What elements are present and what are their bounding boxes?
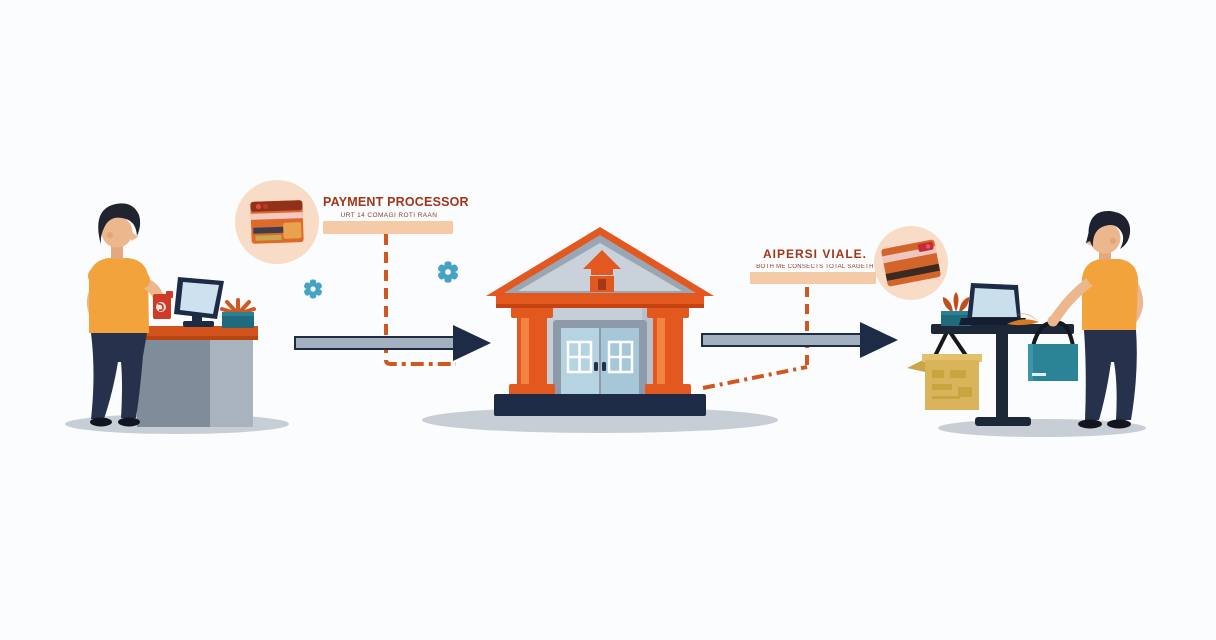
- bank-icon: [422, 227, 778, 433]
- processor-callout-graphics: [235, 180, 459, 366]
- plant-icon: [941, 292, 971, 326]
- processor-highlight-bar: [323, 221, 453, 234]
- merchant-pos-scene: [65, 203, 289, 434]
- cashier-figure: [87, 203, 166, 427]
- payout-callout-graphics: [702, 226, 948, 390]
- desk: [931, 324, 1074, 426]
- credit-card-icon: [881, 239, 941, 287]
- processor-title: PAYMENT PROCESSOR: [323, 195, 469, 209]
- flow-arrow-right: [701, 322, 898, 358]
- processor-subtitle: URT 14 COMAGI ROTI RAAN: [340, 212, 438, 219]
- processor-callout: PAYMENT PROCESSOR URT 14 COMAGI ROTI RAA…: [323, 195, 469, 234]
- payout-subtitle: BOTH ME CONSECTS TOTAL SAGETH: [756, 264, 874, 270]
- package-box-icon: [907, 330, 982, 410]
- gear-icon: [304, 279, 322, 299]
- recipient-figure: [1047, 210, 1143, 429]
- recipient-scene: [907, 210, 1146, 437]
- gear-icon: [437, 261, 459, 283]
- dashed-route-processor: [384, 234, 456, 366]
- checkout-counter: [132, 326, 258, 427]
- payout-highlight-bar: [750, 272, 876, 284]
- payout-title: AIPERSI VIALE.: [762, 247, 868, 261]
- plant-icon: [220, 298, 256, 328]
- payout-callout: AIPERSI VIALE. BOTH ME CONSECTS TOTAL SA…: [750, 247, 880, 284]
- croissant-icon: [1007, 313, 1039, 326]
- bank-columns: [509, 306, 691, 397]
- bank-emblem-icon: [583, 250, 621, 292]
- flow-arrow-left: [294, 325, 491, 361]
- dashed-route-payout: [702, 287, 809, 390]
- pos-terminal-icon: [174, 277, 224, 327]
- shopping-bag-icon: [1028, 320, 1078, 381]
- credit-card-icon: [250, 200, 304, 244]
- payment-card-in-hand: [153, 291, 173, 319]
- laptop-icon: [959, 283, 1026, 325]
